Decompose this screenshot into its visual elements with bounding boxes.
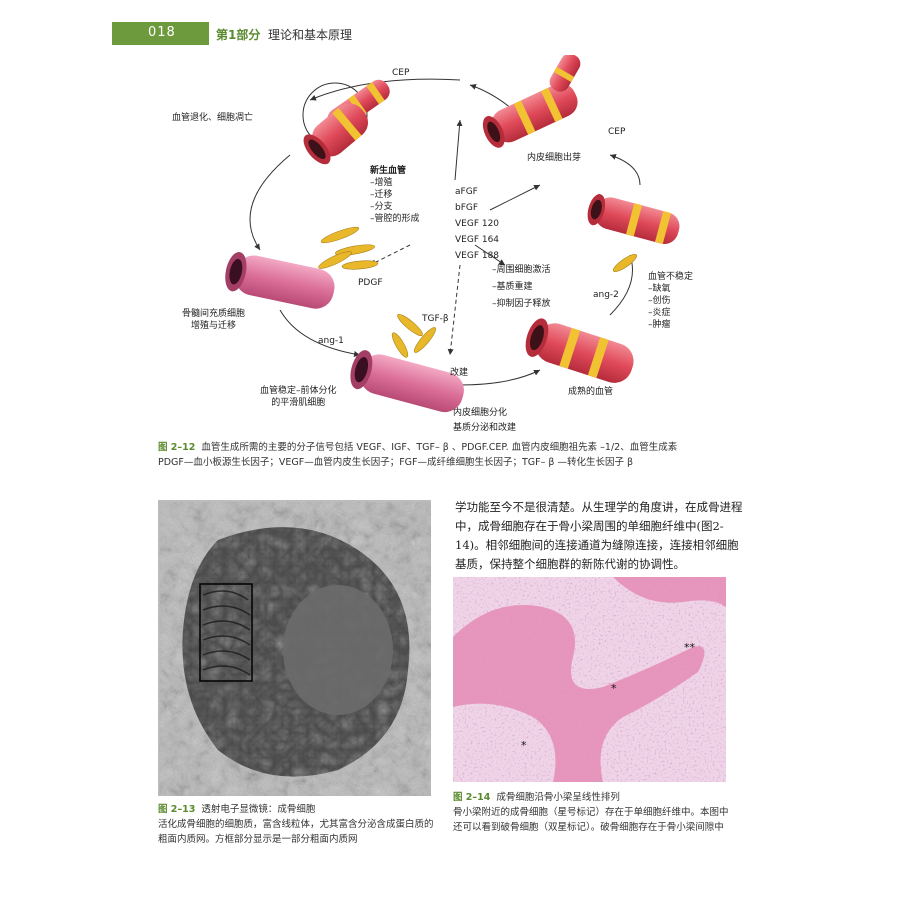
stroma-line: 增殖与迁移 [191, 321, 237, 331]
smooth-muscle-precursors [318, 226, 637, 358]
vessel-unstable [587, 194, 680, 244]
arrow-pdgf-dashed [369, 244, 411, 266]
vessel-stabilizing [350, 350, 464, 413]
label-mature: 成熟的血管 [568, 387, 614, 397]
growth-factors-list: aFGF bFGF VEGF 120 VEGF 164 VEGF 188 [455, 184, 499, 264]
factor-item: aFGF [455, 187, 478, 197]
angiogenesis-diagram: CEP CEP 血管退化、细胞凋亡 新生血管 –增殖 –迁移 –分支 –管腔的形… [170, 55, 730, 435]
pericyte-item: –基质重建 [492, 282, 533, 292]
vessel-pink [225, 252, 335, 309]
stroma-line: 骨髓间充质细胞 [182, 309, 246, 319]
diagram-artwork [225, 55, 680, 413]
arrow-pericyte [474, 244, 506, 266]
fig-2-13-number: 图 2–13 [158, 804, 196, 815]
factor-item: VEGF 188 [455, 251, 500, 261]
label-ang2: ang-2 [593, 290, 619, 300]
label-tgf: TGF-β [422, 314, 449, 324]
stabilize-block: 血管稳定–前体分化 的平滑肌细胞 [260, 385, 337, 409]
pericyte-block: –周围细胞激活 –基质重建 –抑制因子释放 [492, 262, 551, 313]
body-paragraph: 学功能至今不是很清楚。从生理学的角度讲，在成骨进程中，成骨细胞存在于骨小梁周围的… [455, 500, 743, 571]
arrow-ang1 [279, 309, 361, 357]
fig-2-14-number: 图 2–14 [453, 792, 491, 803]
new-vessel-item: –迁移 [370, 190, 393, 200]
label-cep-top: CEP [392, 68, 410, 78]
endo-diff-line: 内皮细胞分化 [453, 408, 508, 418]
part-title: 理论和基本原理 [268, 28, 353, 42]
page-number: 018 [148, 25, 176, 40]
new-vessel-block: 新生血管 –增殖 –迁移 –分支 –管腔的形成 [370, 165, 420, 225]
part-label: 第1部分 [216, 28, 261, 42]
unstable-item: –创伤 [648, 296, 671, 306]
unstable-item: –肿瘤 [648, 320, 671, 330]
vessel-sprouting [482, 83, 578, 148]
new-vessel-title: 新生血管 [370, 166, 407, 176]
fig-2-13-line2: 粗面内质网。方框部分显示是一部分粗面内质网 [158, 834, 358, 845]
stabilize-line: 血管稳定–前体分化 [260, 386, 337, 396]
label-regression: 血管退化、细胞凋亡 [172, 113, 254, 123]
osteoblast-star-lower: * [521, 739, 527, 752]
factor-item: bFGF [455, 203, 479, 213]
histology-photo: * ** * [453, 577, 726, 782]
fig-2-14-line1: 骨小梁附近的成骨细胞（星号标记）存在于单细胞纤维中。本图中 [453, 807, 729, 818]
pericyte-item: –抑制因子释放 [492, 299, 551, 309]
vessel-mature [525, 318, 634, 383]
trabecula-shape [453, 605, 705, 782]
header-bar [112, 22, 209, 45]
em-micrograph [158, 500, 431, 796]
arrow-factors-up [454, 119, 463, 181]
fig-2-12-caption: 图 2–12 血管生成所需的主要的分子信号包括 VEGF、IGF、TGF– β 、… [158, 440, 758, 470]
unstable-title: 血管不稳定 [648, 272, 694, 282]
new-vessel-item: –管腔的形成 [370, 214, 420, 224]
osteoclast-stars: ** [684, 641, 696, 654]
unstable-block: 血管不稳定 –缺氧 –创伤 –炎症 –肿瘤 [648, 271, 693, 331]
label-remodel: 改建 [450, 368, 469, 378]
fig-2-14-line2: 还可以看到破骨细胞（双星标记）。破骨细胞存在于骨小梁间隙中 [453, 822, 724, 833]
arrow-cep-right [609, 154, 641, 186]
body-text: 学功能至今不是很清楚。从生理学的角度讲，在成骨进程中，成骨细胞存在于骨小梁周围的… [455, 498, 745, 574]
label-sprouting: 内皮细胞出芽 [527, 153, 582, 163]
fig-2-14-caption: 图 2–14 成骨细胞沿骨小梁呈线性排列 骨小梁附近的成骨细胞（星号标记）存在于单… [453, 790, 753, 835]
factor-item: VEGF 164 [455, 235, 500, 245]
fig-2-12-line1: 血管生成所需的主要的分子信号包括 VEGF、IGF、TGF– β 、PDGF.C… [201, 442, 678, 453]
unstable-item: –炎症 [648, 308, 671, 318]
new-vessel-item: –增殖 [370, 178, 393, 188]
arrow-remodel-dashed [447, 264, 461, 356]
fig-2-12-line2: PDGF—血小板源生长因子；VEGF—血管内皮生长因子；FGF—成纤维细胞生长因… [158, 457, 634, 468]
fig-2-13-line1: 活化成骨细胞的细胞质，富含线粒体，尤其富含分泌含成蛋白质的 [158, 819, 434, 830]
rer-box [199, 583, 253, 682]
label-pdgf: PDGF [358, 278, 383, 288]
arrow-left-down [249, 154, 291, 251]
arrow-to-mature [459, 369, 541, 386]
label-cep-right: CEP [608, 127, 626, 137]
new-vessel-item: –分支 [370, 202, 393, 212]
factor-item: VEGF 120 [455, 219, 500, 229]
endo-diff-block: 内皮细胞分化 基质分泌和改建 [453, 406, 516, 436]
arrow-factors-right [489, 184, 541, 211]
endo-diff-line: 基质分泌和改建 [453, 423, 517, 433]
pericyte-item: –周围细胞激活 [492, 265, 551, 275]
label-ang1: ang-1 [318, 336, 344, 346]
unstable-item: –缺氧 [648, 284, 671, 294]
fig-2-12-number: 图 2–12 [158, 442, 196, 453]
fig-2-13-caption: 图 2–13 透射电子显微镜：成骨细胞 活化成骨细胞的细胞质，富含线粒体，尤其富含… [158, 802, 448, 847]
osteoblast-star: * [611, 682, 617, 695]
fig-2-14-title: 成骨细胞沿骨小梁呈线性排列 [496, 792, 620, 803]
fig-2-13-title: 透射电子显微镜：成骨细胞 [201, 804, 316, 815]
stroma-block: 骨髓间充质细胞 增殖与迁移 [182, 308, 245, 332]
stabilize-line: 的平滑肌细胞 [271, 398, 326, 408]
